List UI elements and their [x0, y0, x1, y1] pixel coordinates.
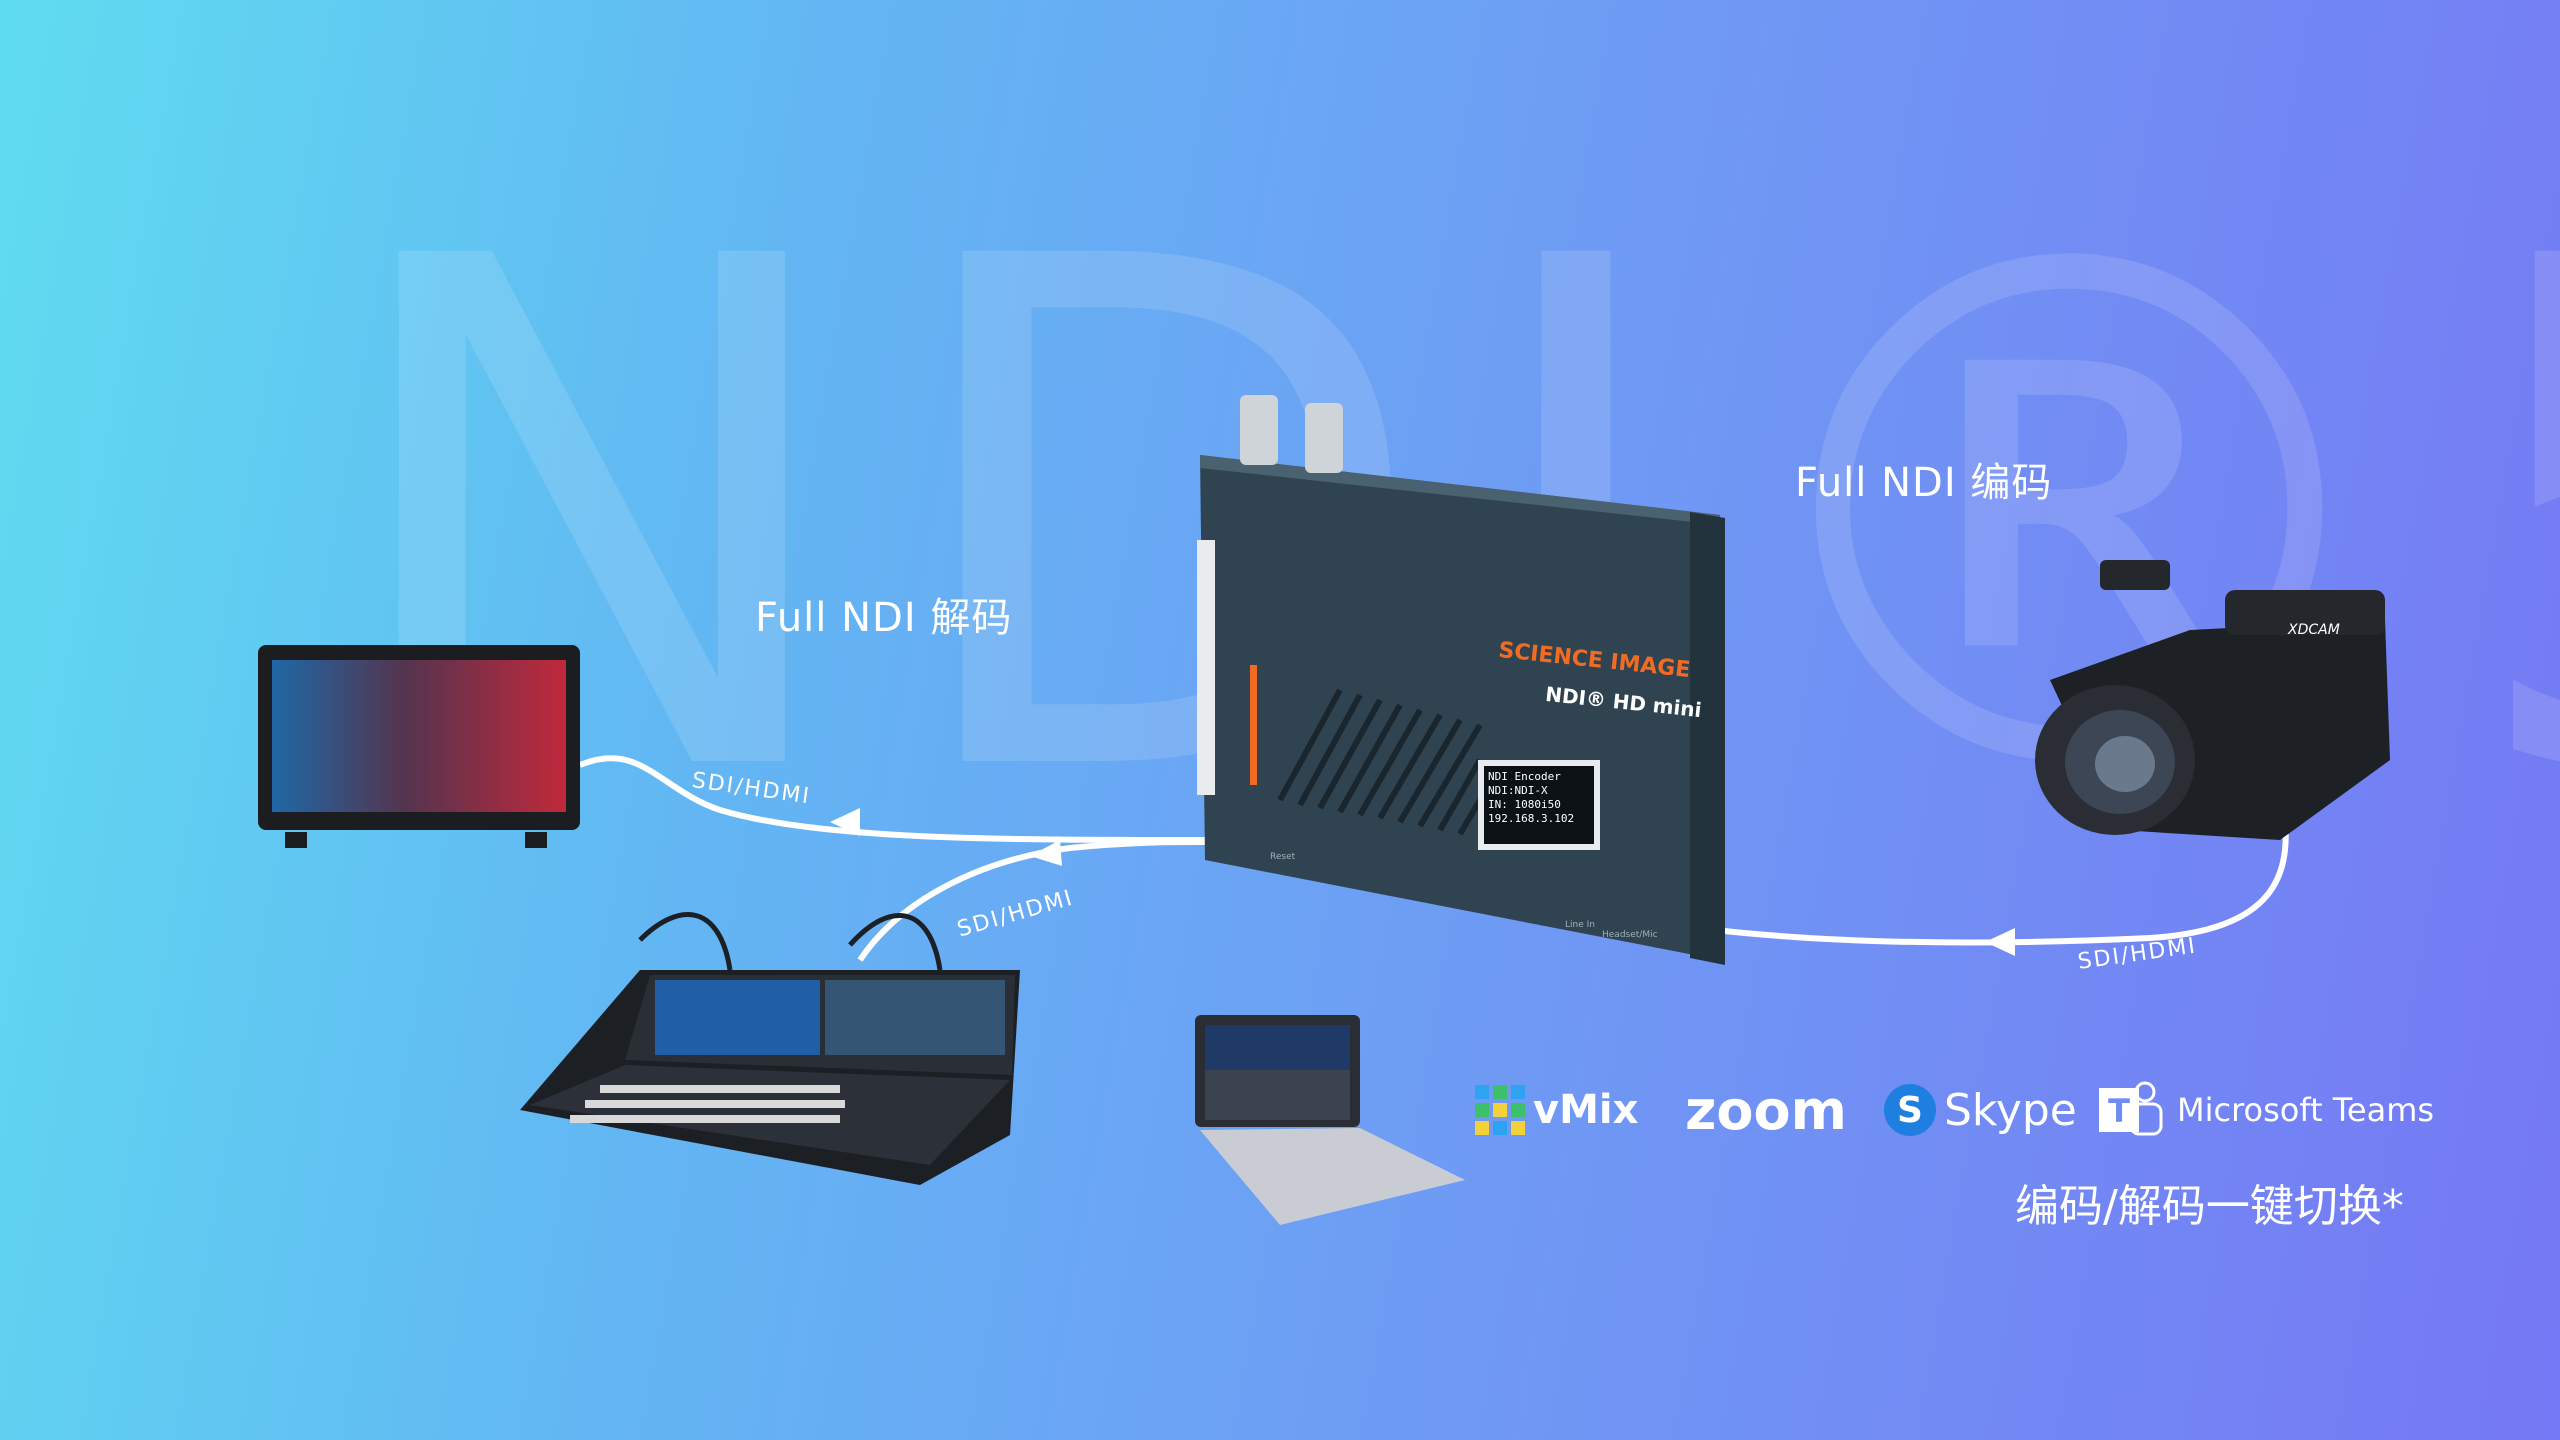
ndi-device-illustration [1197, 395, 1725, 965]
camera-brand: XDCAM [2288, 622, 2340, 638]
camera-illustration [2035, 560, 2390, 840]
cable-camera-arrow [1985, 928, 2015, 956]
full-ndi-encode-label: Full NDI 编码 [1795, 460, 2053, 506]
svg-text:S: S [1897, 1090, 1923, 1131]
switcher-console-illustration [520, 912, 1020, 1185]
oled-line: NDI Encoder [1488, 770, 1561, 783]
skype-logo: S Skype [1882, 1075, 2077, 1145]
cable-switcher-arrow [1030, 840, 1062, 866]
cable-monitor-arrow [830, 808, 860, 836]
device-headset-label: Headset/Mic [1602, 930, 1658, 940]
device-oled-screen: NDI Encoder NDI:NDI-X IN: 1080i50 192.16… [1488, 770, 1598, 826]
zoom-logo: zoom [1685, 1078, 1847, 1142]
skype-icon: S [1884, 1084, 1936, 1136]
teams-icon: T [2099, 1081, 2163, 1136]
oled-line: IN: 1080i50 [1488, 798, 1561, 811]
full-ndi-decode-label: Full NDI 解码 [755, 595, 1013, 641]
oled-line: 192.168.3.102 [1488, 812, 1575, 825]
vmix-text: vMix [1533, 1087, 1639, 1133]
switch-caption: 编码/解码一键切换* [2015, 1181, 2404, 1232]
vmix-logo: vMix [1475, 1075, 1638, 1145]
svg-text:T: T [2108, 1092, 2130, 1130]
device-reset-label: Reset [1270, 852, 1296, 862]
skype-text: Skype [1944, 1084, 2077, 1136]
laptop-illustration [1195, 1015, 1465, 1225]
monitor-illustration [258, 645, 580, 848]
vmix-grid-icon [1475, 1085, 1525, 1135]
cable-camera [1714, 789, 2289, 946]
cable-monitor [578, 755, 1206, 843]
device-line-in-label: Line In [1565, 920, 1595, 930]
teams-text: Microsoft Teams [2177, 1091, 2435, 1129]
teams-logo: T Microsoft Teams [2095, 1075, 2434, 1145]
oled-line: NDI:NDI-X [1488, 784, 1548, 797]
